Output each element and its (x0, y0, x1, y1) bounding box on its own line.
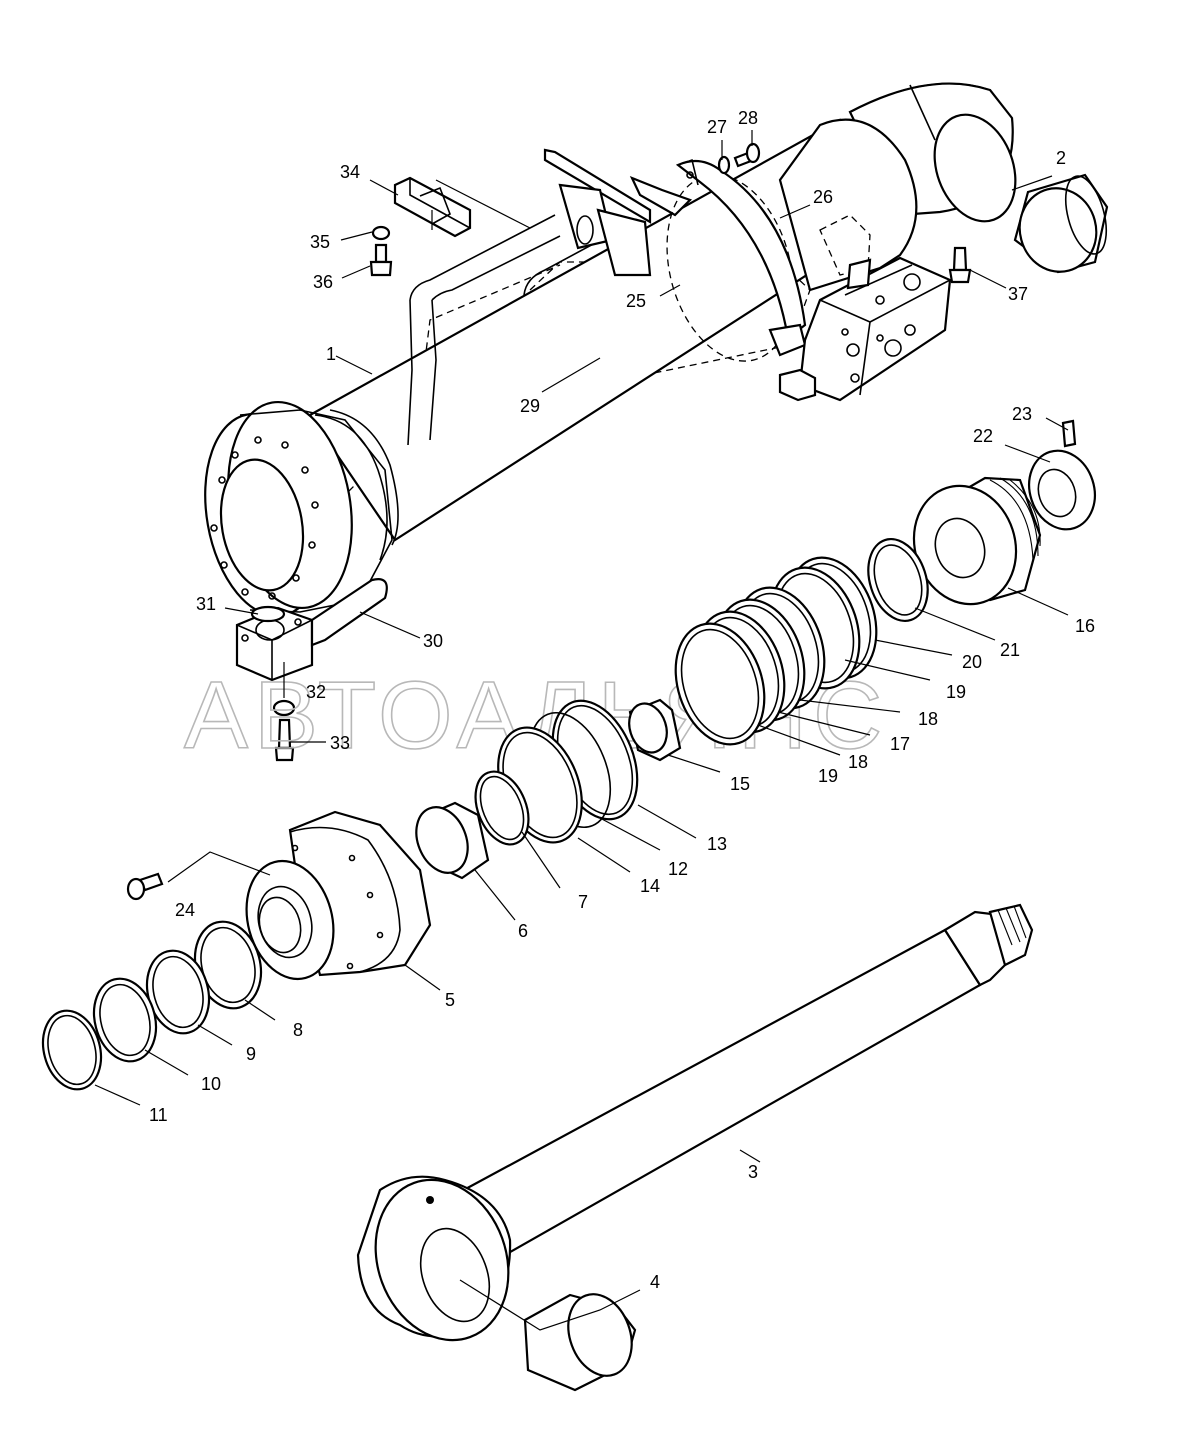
valve-block (778, 256, 952, 402)
flange-bolt-holes (210, 436, 319, 600)
bushing-15 (628, 698, 682, 762)
callout-21: 21 (1000, 640, 1020, 660)
callout-4: 4 (650, 1272, 660, 1292)
callout-9: 9 (246, 1044, 256, 1064)
callout-23: 23 (1012, 404, 1032, 424)
callout-11: 11 (149, 1105, 168, 1125)
callout-29: 29 (520, 396, 540, 416)
callout-6: 6 (518, 921, 528, 941)
callout-34: 34 (340, 162, 360, 182)
seal-8 (193, 920, 263, 1010)
washer-27 (717, 155, 731, 175)
callout-31: 31 (196, 594, 216, 614)
callout-37: 37 (1008, 284, 1028, 304)
bushing-6 (415, 801, 490, 880)
callout-22: 22 (973, 426, 993, 446)
callout-35: 35 (310, 232, 330, 252)
callout-1: 1 (326, 344, 336, 364)
pipe-bracket (543, 148, 693, 277)
bushing-4 (523, 1293, 637, 1392)
fitting-37 (948, 246, 972, 284)
callout-32: 32 (306, 682, 326, 702)
callout-20: 20 (962, 652, 982, 672)
callout-30: 30 (423, 631, 443, 651)
callout-10: 10 (201, 1074, 221, 1094)
callout-15: 15 (730, 774, 750, 794)
callout-7: 7 (578, 892, 588, 912)
callout-19a: 19 (818, 766, 838, 786)
callout-25: 25 (626, 291, 646, 311)
callout-28: 28 (738, 108, 758, 128)
external-pipe (407, 214, 611, 446)
clip-34 (393, 176, 472, 238)
callout-labels: 1 2 3 4 5 6 7 8 9 10 11 12 13 14 15 16 1… (149, 108, 1095, 1292)
piston-16 (912, 476, 1042, 606)
callout-27: 27 (707, 117, 727, 137)
clamp-band (666, 158, 871, 362)
bolt-36 (369, 243, 393, 277)
callout-18a: 18 (848, 752, 868, 772)
ring-19-lower (674, 622, 766, 746)
callout-36: 36 (313, 272, 333, 292)
callout-5: 5 (445, 990, 455, 1010)
callout-2: 2 (1056, 148, 1066, 168)
washer-35 (371, 225, 391, 241)
callout-8: 8 (293, 1020, 303, 1040)
washer-32 (272, 699, 296, 717)
bolt-24 (126, 872, 164, 901)
callout-19b: 19 (946, 682, 966, 702)
callout-16: 16 (1075, 616, 1095, 636)
piston-rod (356, 903, 1034, 1342)
bolt-33 (274, 718, 295, 762)
callout-14: 14 (640, 876, 660, 896)
callout-26: 26 (813, 187, 833, 207)
callout-13: 13 (707, 834, 727, 854)
ring-21 (867, 538, 929, 622)
callout-3: 3 (748, 1162, 758, 1182)
callout-18b: 18 (918, 709, 938, 729)
gland-5 (245, 810, 432, 981)
leader-lines (94, 130, 1069, 1331)
set-screw-23 (1061, 419, 1077, 448)
port-block (235, 578, 388, 682)
seal-10 (92, 977, 158, 1063)
seal-11 (41, 1009, 103, 1091)
bolt-28 (733, 142, 761, 168)
callout-24: 24 (175, 900, 195, 920)
ring-7 (474, 770, 530, 846)
callout-17: 17 (890, 734, 910, 754)
nut-22 (1028, 449, 1096, 531)
callout-33: 33 (330, 733, 350, 753)
callout-12: 12 (668, 859, 688, 879)
bushing-2 (1013, 173, 1109, 274)
